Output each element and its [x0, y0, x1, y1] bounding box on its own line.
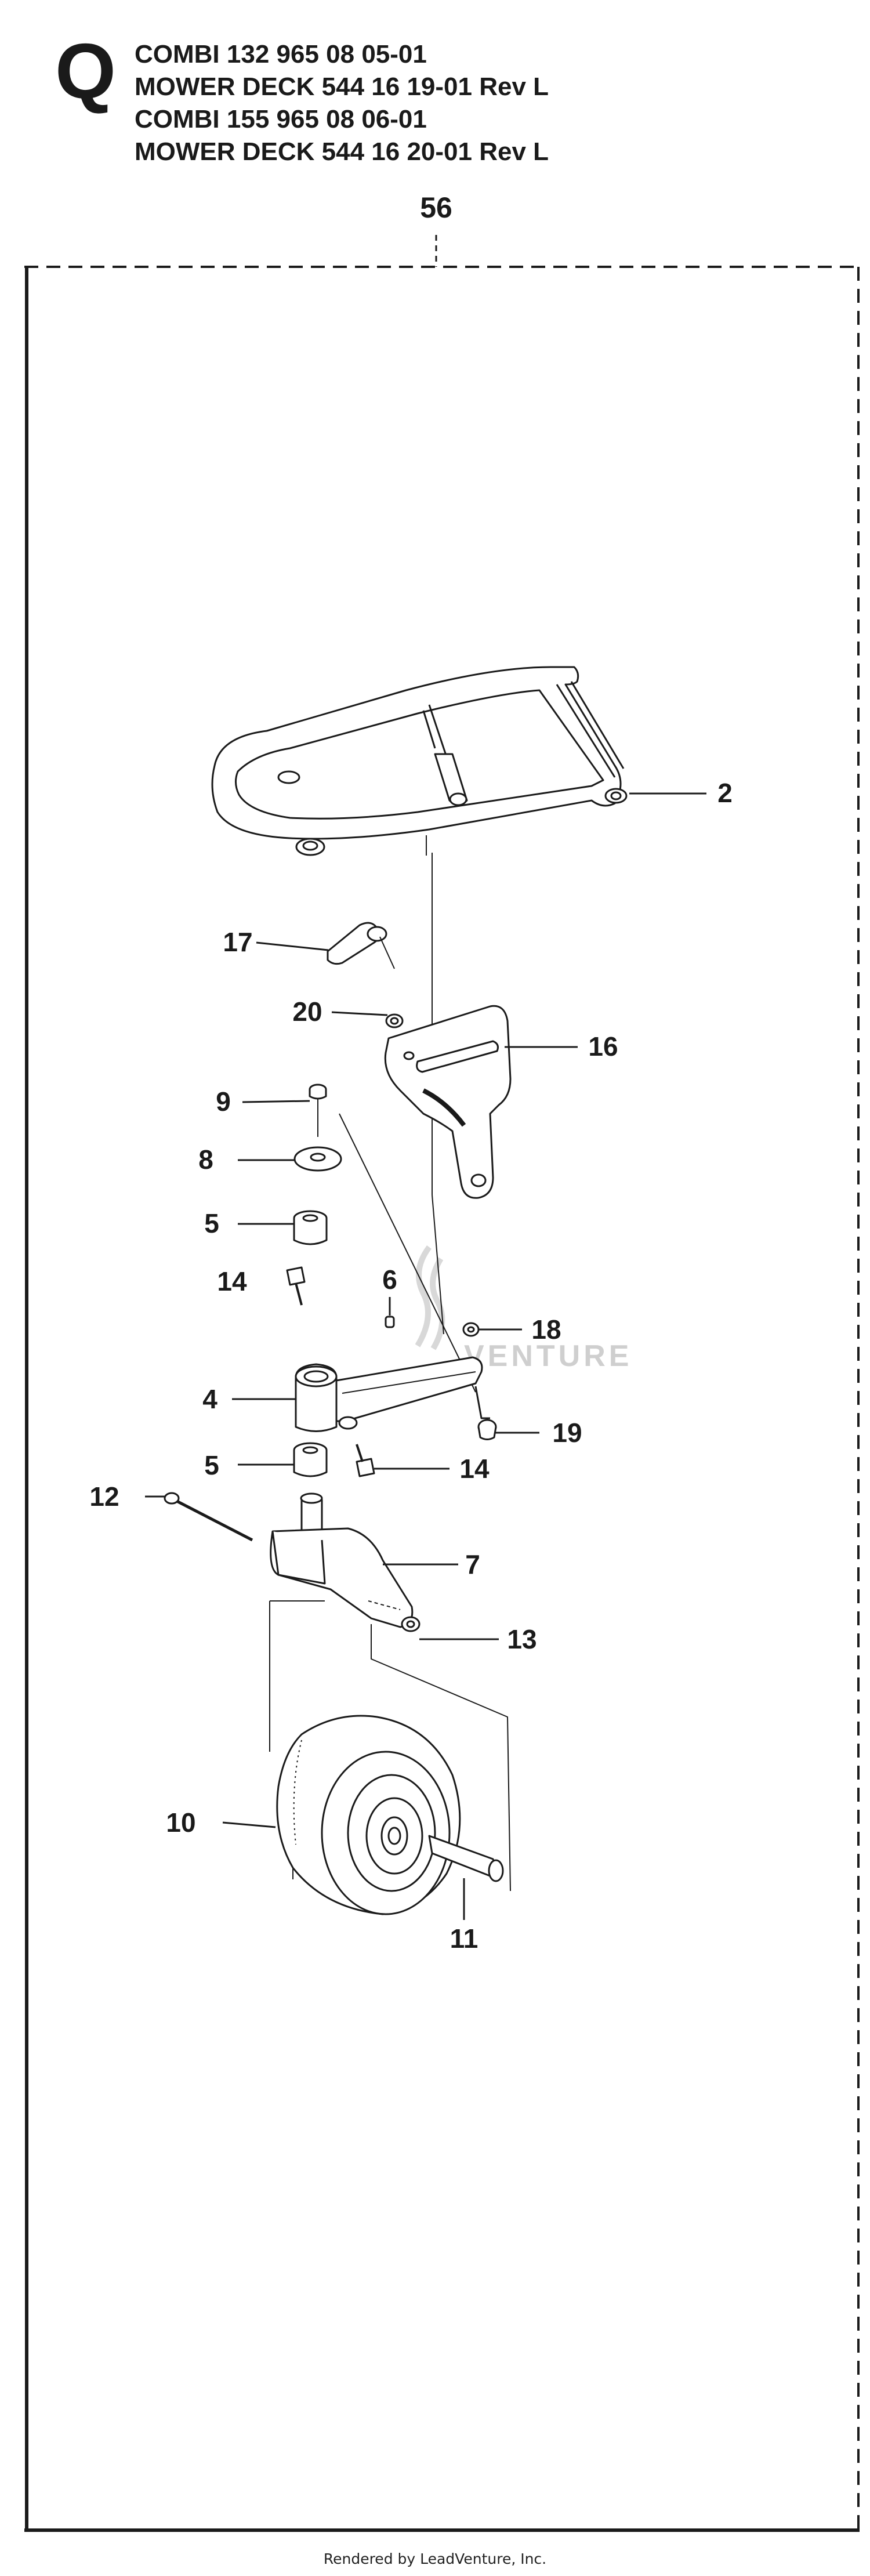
callout-12: 12 — [89, 1481, 119, 1512]
part-10-wheel — [276, 1715, 461, 1915]
part-17-lever-knob — [327, 922, 395, 969]
callout-14-upper: 14 — [217, 1266, 247, 1296]
part-11-axle — [428, 1835, 504, 1882]
callout-5-upper: 5 — [204, 1208, 219, 1238]
callout-13: 13 — [507, 1624, 536, 1654]
header-line-1: COMBI 132 965 08 05-01 — [135, 40, 427, 68]
header-line-4: MOWER DECK 544 16 20-01 Rev L — [135, 137, 549, 166]
footer-credit: Rendered by LeadVenture, Inc. — [323, 2550, 547, 2567]
callout-10: 10 — [166, 1807, 195, 1838]
part-19-bolt — [477, 1419, 497, 1440]
callout-14-lower: 14 — [459, 1454, 490, 1484]
part-7-caster-fork — [270, 1492, 414, 1628]
callout-17: 17 — [223, 927, 252, 957]
part-16-bracket-plate — [384, 1005, 512, 1199]
part-9-bolt — [309, 1084, 327, 1137]
callout-labels: 2 17 20 16 9 8 5 14 6 18 4 19 5 14 12 7 … — [89, 778, 732, 1954]
header-title-block: COMBI 132 965 08 05-01 MOWER DECK 544 16… — [135, 38, 549, 168]
part-14-screw-upper — [286, 1266, 306, 1306]
callout-16: 16 — [588, 1031, 618, 1061]
callout-20: 20 — [292, 997, 322, 1027]
part-2-handle-frame — [211, 666, 628, 856]
callout-5-lower: 5 — [204, 1450, 219, 1480]
part-13-nut — [401, 1616, 420, 1632]
part-14-screw-lower — [356, 1444, 375, 1477]
leader-lines — [145, 792, 706, 1920]
part-drawings — [164, 666, 628, 1915]
assembly-frame — [24, 235, 860, 2532]
callout-19: 19 — [552, 1418, 582, 1448]
callout-2: 2 — [717, 778, 733, 808]
callout-18: 18 — [531, 1314, 561, 1345]
svg-text:VENTURE: VENTURE — [464, 1339, 632, 1373]
callout-4: 4 — [202, 1384, 217, 1414]
part-6-pin — [385, 1316, 395, 1328]
header-line-3: COMBI 155 965 08 06-01 — [135, 105, 427, 133]
callout-9: 9 — [216, 1086, 231, 1117]
part-20-nut — [385, 1013, 404, 1028]
assembly-ref-label: 56 — [420, 191, 452, 224]
callout-11: 11 — [450, 1923, 478, 1954]
callout-6: 6 — [382, 1265, 397, 1295]
part-8-washer — [293, 1146, 342, 1172]
watermark: VENTURE — [415, 1245, 632, 1373]
part-12-long-bolt — [164, 1492, 253, 1542]
part-4-caster-arm — [295, 1356, 490, 1432]
part-18-nut — [462, 1322, 480, 1337]
callout-8: 8 — [198, 1144, 213, 1175]
part-5-bushing-lower — [293, 1442, 328, 1477]
callout-7: 7 — [465, 1549, 480, 1579]
header-line-2: MOWER DECK 544 16 19-01 Rev L — [135, 73, 549, 101]
section-letter: Q — [55, 27, 117, 115]
part-5-bushing-upper — [293, 1210, 328, 1245]
